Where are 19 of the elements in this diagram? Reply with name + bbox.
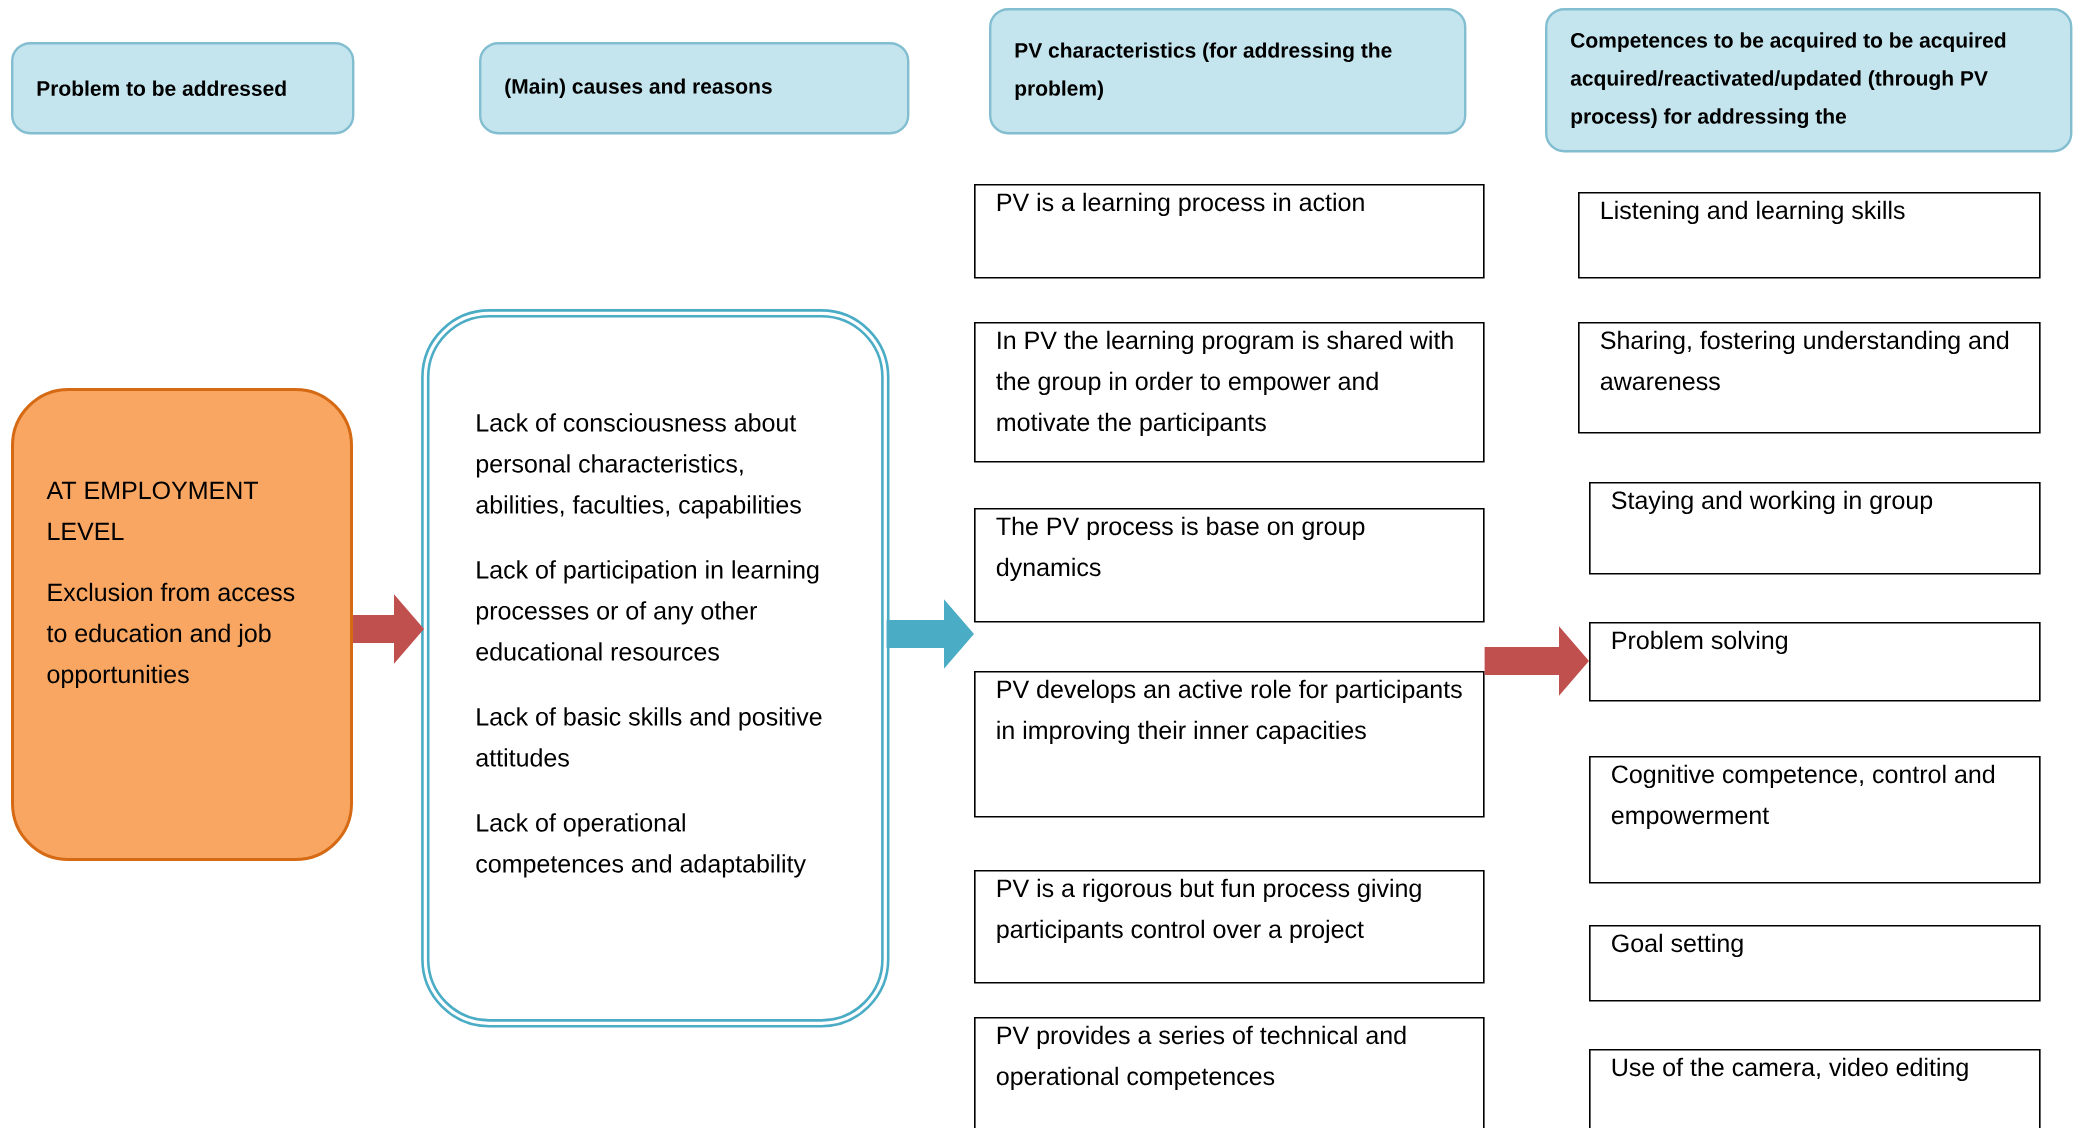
header-box: Problem to be addressed [11,42,355,135]
text-box: Staying and working in group [1589,481,2041,575]
text-box: PV is a learning process in action [974,184,1485,279]
problem-box: AT EMPLOYMENT LEVEL Exclusion from access to education and job opportunities [11,388,353,861]
text-box: Cognitive competence, control and empowerment [1589,756,2041,884]
text-box: Listening and learning skills [1578,192,2041,279]
header-box: (Main) causes and reasons [479,42,910,135]
text-box: PV is a rigorous but fun process giving participants control over a project [974,870,1485,984]
header-box: PV characteristics (for addressing the problem) [989,7,1467,135]
header-box: Competences to be acquired to be acquired acquired/reactivated/updated (through PV process) for addressing the [1545,7,2073,153]
text-box: Goal setting [1589,925,2041,1002]
text-box: The PV process is base on group dynamics [974,507,1485,623]
text-box: In PV the learning program is shared with the group in order to empower and motivate the participants [974,321,1485,463]
text-box: PV develops an active role for participants in improving their inner capacities [974,671,1485,818]
text-box: PV provides a series of technical and operational competences [974,1017,1485,1128]
text-box: Problem solving [1589,622,2041,702]
text-box: Sharing, fostering understanding and awareness [1578,321,2041,434]
causes-box: Lack of consciousness about personal characteristics, abilities, faculties, capabilities Lack of participation in learning processes or of any other educational resources Lack of basic skills and positive attitudes Lack of operational competences and adaptability [421,309,890,1028]
text-box: Use of the camera, video editing [1589,1049,2041,1128]
